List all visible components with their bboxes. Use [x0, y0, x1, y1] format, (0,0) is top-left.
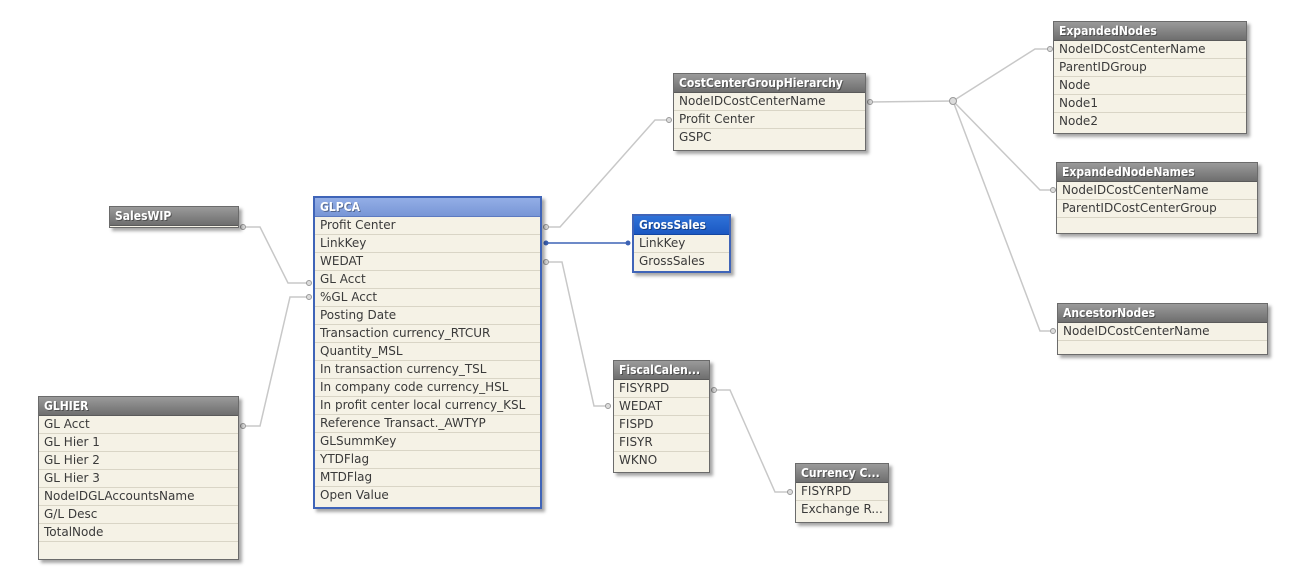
field-row[interactable]: G/L Desc	[39, 506, 238, 524]
table-grosssales[interactable]: GrossSales LinkKey GrossSales	[632, 214, 731, 273]
link-glhier-glpca	[243, 296, 309, 427]
link-hub-expnodes	[952, 48, 1050, 102]
field-row[interactable]: Node1	[1054, 95, 1246, 113]
table-title[interactable]: GrossSales	[634, 216, 729, 235]
link-saleswip-glpca	[243, 226, 309, 284]
field-row[interactable]: GL Hier 1	[39, 434, 238, 452]
empty-row	[1057, 218, 1257, 232]
field-row[interactable]: In transaction currency_TSL	[315, 361, 540, 379]
field-row[interactable]: GL Hier 2	[39, 452, 238, 470]
field-row[interactable]: FISYR	[614, 434, 709, 452]
field-row[interactable]: Node2	[1059, 114, 1098, 128]
field-row[interactable]: FISPD	[614, 416, 709, 434]
field-row[interactable]: LinkKey	[634, 235, 729, 253]
table-title[interactable]: FiscalCalen...	[614, 361, 709, 380]
field-row[interactable]: GL Acct	[39, 416, 238, 434]
table-glhier[interactable]: GLHIER GL Acct GL Hier 1 GL Hier 2 GL Hi…	[38, 396, 239, 560]
field-row[interactable]: FISYRPD	[796, 483, 888, 501]
table-fiscalcalendar[interactable]: FiscalCalen... FISYRPD WEDAT FISPD FISYR…	[613, 360, 710, 473]
table-title[interactable]: GLPCA	[315, 198, 540, 217]
field-row[interactable]: NodeIDCostCenterName	[1054, 41, 1246, 59]
field-row[interactable]: MTDFlag	[315, 469, 540, 487]
field-row[interactable]: WEDAT	[614, 398, 709, 416]
field-row[interactable]: GLSummKey	[315, 433, 540, 451]
table-title[interactable]: AncestorNodes	[1058, 304, 1267, 323]
link-hub-expnames	[952, 100, 1053, 191]
field-row[interactable]: GL Acct	[315, 271, 540, 289]
field-row[interactable]: LinkKey	[315, 235, 540, 253]
field-row[interactable]: Node	[1054, 77, 1246, 95]
table-expandednodenames[interactable]: ExpandedNodeNames NodeIDCostCenterName P…	[1056, 162, 1258, 234]
field-row[interactable]: NodeIDCostCenterName	[674, 93, 865, 111]
field-row[interactable]: Profit Center	[315, 217, 540, 235]
link-glpca-ccgh	[546, 119, 669, 228]
field-row[interactable]: Reference Transact._AWTYP	[315, 415, 540, 433]
link-glpca-fiscal	[546, 261, 608, 407]
table-title[interactable]: GLHIER	[39, 397, 238, 416]
field-row[interactable]: Posting Date	[315, 307, 540, 325]
field-row[interactable]: WEDAT	[315, 253, 540, 271]
field-row[interactable]: In company code currency_HSL	[315, 379, 540, 397]
field-row[interactable]: NodeIDGLAccountsName	[39, 488, 238, 506]
field-row[interactable]: In profit center local currency_KSL	[315, 397, 540, 415]
table-title[interactable]: CostCenterGroupHierarchy	[674, 74, 865, 93]
table-expandednodes[interactable]: ExpandedNodes NodeIDCostCenterName Paren…	[1053, 21, 1247, 134]
field-row[interactable]: YTDFlag	[315, 451, 540, 469]
field-row[interactable]: GrossSales	[639, 254, 705, 268]
field-row[interactable]: ParentIDGroup	[1054, 59, 1246, 77]
empty-row	[1058, 341, 1267, 355]
table-ancestornodes[interactable]: AncestorNodes NodeIDCostCenterName	[1057, 303, 1268, 355]
field-row[interactable]: Quantity_MSL	[315, 343, 540, 361]
field-row[interactable]: %GL Acct	[315, 289, 540, 307]
table-title[interactable]: ExpandedNodeNames	[1057, 163, 1257, 182]
field-row[interactable]: Transaction currency_RTCUR	[315, 325, 540, 343]
table-title[interactable]: ExpandedNodes	[1054, 22, 1246, 41]
field-row[interactable]: Open Value	[320, 488, 389, 502]
field-row[interactable]: GSPC	[679, 130, 712, 144]
link-hub-ancestor	[952, 100, 1053, 332]
table-costcentergrouphierarchy[interactable]: CostCenterGroupHierarchy NodeIDCostCente…	[673, 73, 866, 151]
table-saleswip[interactable]: SalesWIP	[109, 206, 239, 228]
link-fiscal-currency	[714, 389, 790, 493]
field-row[interactable]: Exchange R...	[801, 502, 883, 516]
field-row[interactable]: NodeIDCostCenterName	[1057, 182, 1257, 200]
table-title[interactable]: SalesWIP	[110, 207, 238, 226]
field-row[interactable]: ParentIDCostCenterGroup	[1057, 200, 1257, 218]
field-row[interactable]: NodeIDCostCenterName	[1058, 323, 1267, 341]
table-glpca[interactable]: GLPCA Profit Center LinkKey WEDAT GL Acc…	[313, 196, 542, 509]
field-row[interactable]: TotalNode	[39, 524, 238, 542]
field-row[interactable]: WKNO	[619, 453, 658, 467]
link-ccgh-hub	[869, 100, 954, 103]
table-currency[interactable]: Currency C... FISYRPD Exchange R...	[795, 463, 889, 523]
field-row[interactable]: FISYRPD	[614, 380, 709, 398]
table-title[interactable]: Currency C...	[796, 464, 888, 483]
empty-row	[39, 542, 238, 556]
field-row[interactable]: Profit Center	[674, 111, 865, 129]
field-row[interactable]: GL Hier 3	[39, 470, 238, 488]
